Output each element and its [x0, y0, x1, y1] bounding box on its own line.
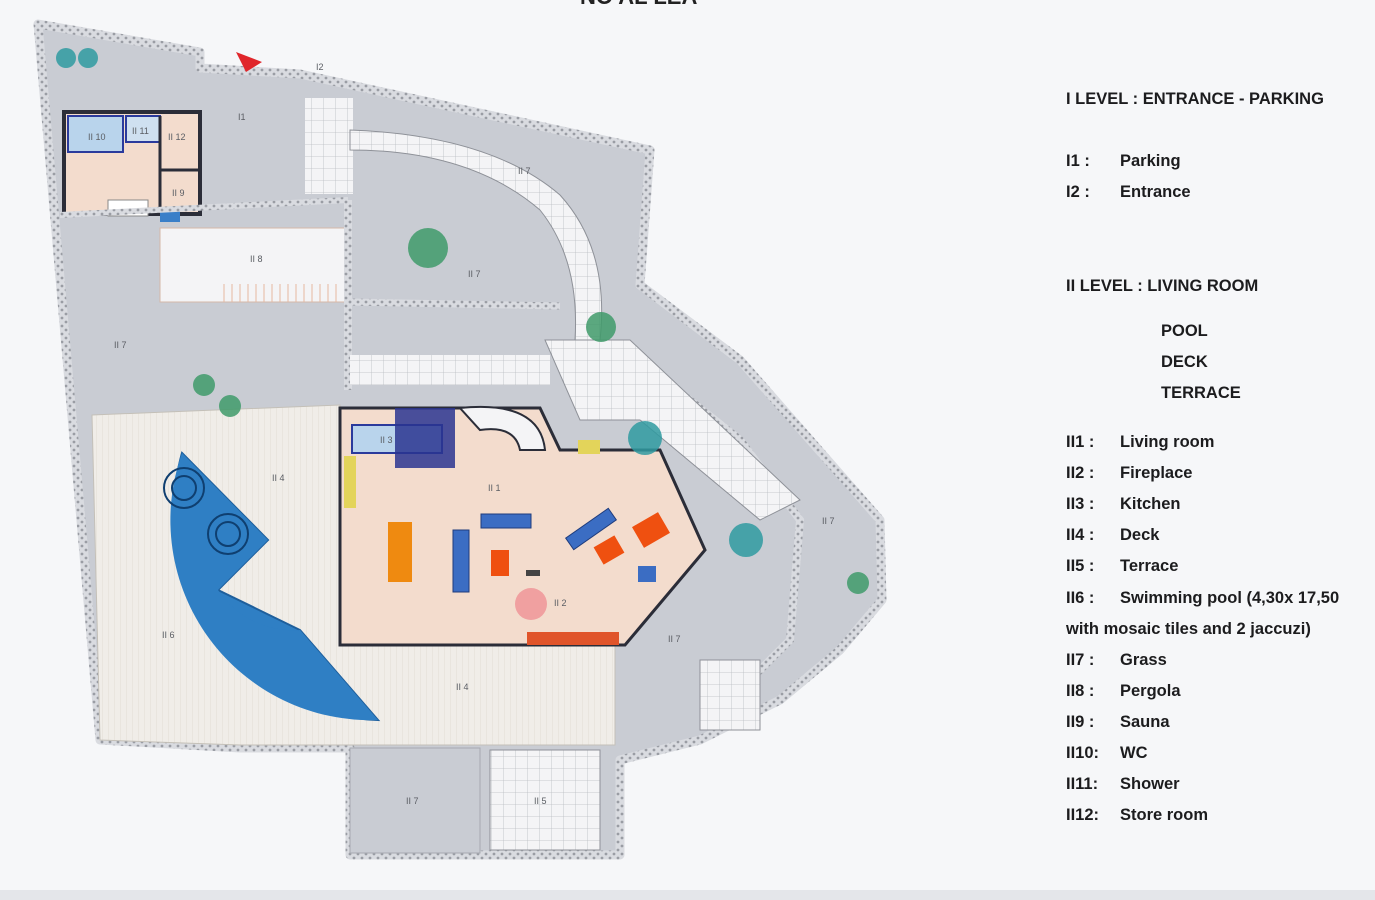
- bottom-terrace-grid: [489, 749, 601, 851]
- stair-landing: [350, 355, 550, 385]
- legend-desc: Parking: [1120, 152, 1181, 170]
- inner-stone-wall: [59, 197, 349, 218]
- label-II10: II 10: [88, 132, 106, 142]
- label-II1: II 1: [488, 483, 501, 493]
- label-II7-b: II 7: [468, 269, 481, 279]
- legend-desc: WC: [1120, 744, 1148, 762]
- legend-code: I1 :: [1066, 152, 1090, 170]
- label-I2: I2: [316, 62, 324, 72]
- label-II7-e: II 7: [668, 634, 681, 644]
- legend-code: II1 :: [1066, 433, 1095, 451]
- legend-level1-title: I LEVEL : ENTRANCE - PARKING: [1066, 90, 1324, 108]
- legend-level2-cont: TERRACE: [1161, 384, 1241, 402]
- legend-desc: Terrace: [1120, 557, 1179, 575]
- label-I1: I1: [238, 112, 246, 122]
- parking-area: [200, 85, 320, 195]
- legend-code: I2 :: [1066, 183, 1090, 201]
- label-II7-c: II 7: [114, 340, 127, 350]
- legend-desc: Sauna: [1120, 713, 1170, 731]
- legend-desc: Pergola: [1120, 682, 1181, 700]
- jacuzzi: [163, 467, 249, 555]
- label-II7-a: II 7: [518, 166, 531, 176]
- scan-bottom-edge: [0, 890, 1375, 900]
- fireplace-round: [515, 588, 547, 620]
- legend-desc: Deck: [1120, 526, 1160, 544]
- legend-desc: Store room: [1120, 806, 1209, 824]
- auxiliary-building: [62, 110, 202, 222]
- swimming-pool-body: [170, 453, 378, 721]
- furniture: [388, 507, 670, 620]
- bottom-grass-area: [349, 747, 481, 854]
- label-II2: II 2: [554, 598, 567, 608]
- legend-code: II9 :: [1066, 713, 1095, 731]
- pergola-area: [159, 227, 349, 303]
- legend-code: II11:: [1066, 775, 1099, 793]
- entrance-arrow-icon: [236, 52, 262, 72]
- legend-code: II7 :: [1066, 651, 1095, 669]
- legend-code: II2 :: [1066, 464, 1095, 482]
- plan-title-fragment: NO AL LEA: [580, 0, 697, 9]
- legend-code: II3 :: [1066, 495, 1095, 513]
- legend-desc: Kitchen: [1120, 495, 1181, 513]
- legend-level2-title: II LEVEL : LIVING ROOM: [1066, 277, 1259, 295]
- legend-desc: Shower: [1120, 775, 1180, 793]
- legend-code: II5 :: [1066, 557, 1095, 575]
- label-II7-d: II 7: [822, 516, 835, 526]
- legend-desc: Living room: [1120, 433, 1215, 451]
- lower-stairs: [699, 659, 761, 731]
- site-floor-plan: NO AL LEA: [33, 0, 887, 860]
- legend-desc-wrap: with mosaic tiles and 2 jaccuzi): [1066, 620, 1311, 638]
- label-II9: II 9: [172, 188, 185, 198]
- legend-level2-cont: DECK: [1161, 353, 1208, 371]
- legend-code: II4 :: [1066, 526, 1095, 544]
- pergola-beams: [223, 284, 337, 302]
- label-II7-f: II 7: [406, 796, 419, 806]
- entrance-stairs: [305, 98, 353, 194]
- label-II6: II 6: [162, 630, 175, 640]
- side-stairs: [544, 339, 801, 521]
- label-II11: II 11: [132, 126, 149, 136]
- label-II4-top: II 4: [272, 473, 285, 483]
- tree-icon: [56, 48, 869, 594]
- legend-desc: Grass: [1120, 651, 1167, 669]
- legend-code: II6 :: [1066, 589, 1095, 607]
- label-II3: II 3: [380, 435, 393, 445]
- label-II5: II 5: [534, 796, 547, 806]
- legend-code: II8 :: [1066, 682, 1095, 700]
- legend-desc: Fireplace: [1120, 464, 1193, 482]
- legend-desc: Entrance: [1120, 183, 1191, 201]
- label-II12: II 12: [168, 132, 186, 142]
- inner-stone-wall: [349, 298, 561, 310]
- label-II8: II 8: [250, 254, 263, 264]
- label-II4-bottom: II 4: [456, 682, 469, 692]
- legend-desc: Swimming pool (4,30x 17,50: [1120, 589, 1340, 607]
- legend-code: II10:: [1066, 744, 1100, 762]
- legend-code: II12:: [1066, 806, 1100, 824]
- legend-level2-cont: POOL: [1161, 322, 1208, 340]
